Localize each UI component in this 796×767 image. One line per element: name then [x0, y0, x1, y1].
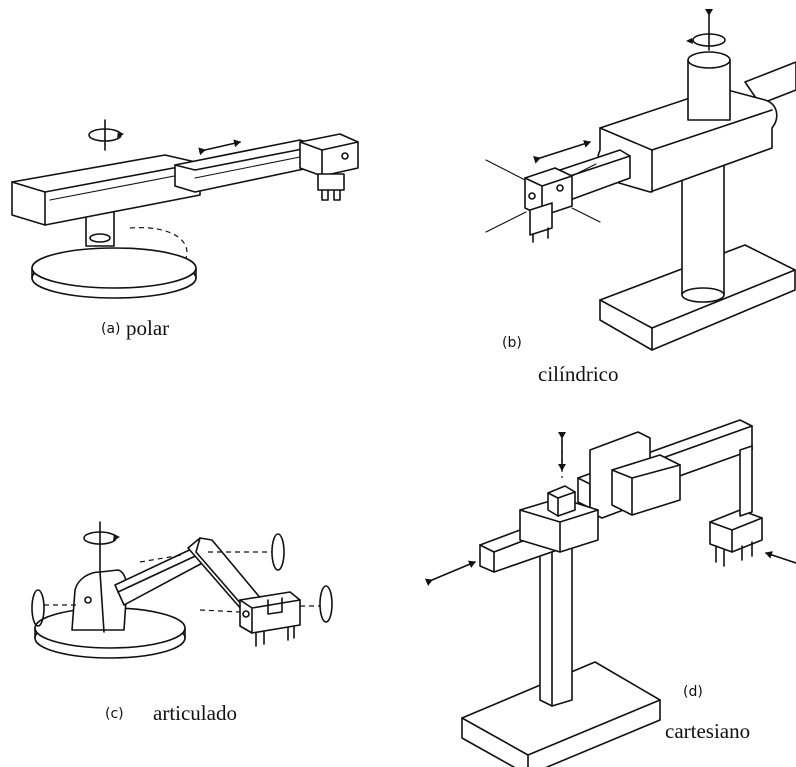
panel-c-tag: (c) [105, 706, 124, 722]
panel-c-name: articulado [153, 701, 237, 725]
polar-robot-drawing [11, 119, 359, 299]
panel-d-name: cartesiano [665, 719, 751, 743]
panel-d-tag: (d) [683, 684, 703, 700]
cylindrical-robot-drawing [485, 9, 796, 351]
panel-b-name: cilíndrico [538, 362, 619, 386]
panel-a-name: polar [126, 316, 170, 340]
cartesian-robot-drawing [424, 419, 796, 767]
panel-b-tag: (b) [502, 335, 522, 351]
panel-a-tag: (a) [101, 321, 121, 337]
articulated-robot-drawing [31, 521, 333, 659]
